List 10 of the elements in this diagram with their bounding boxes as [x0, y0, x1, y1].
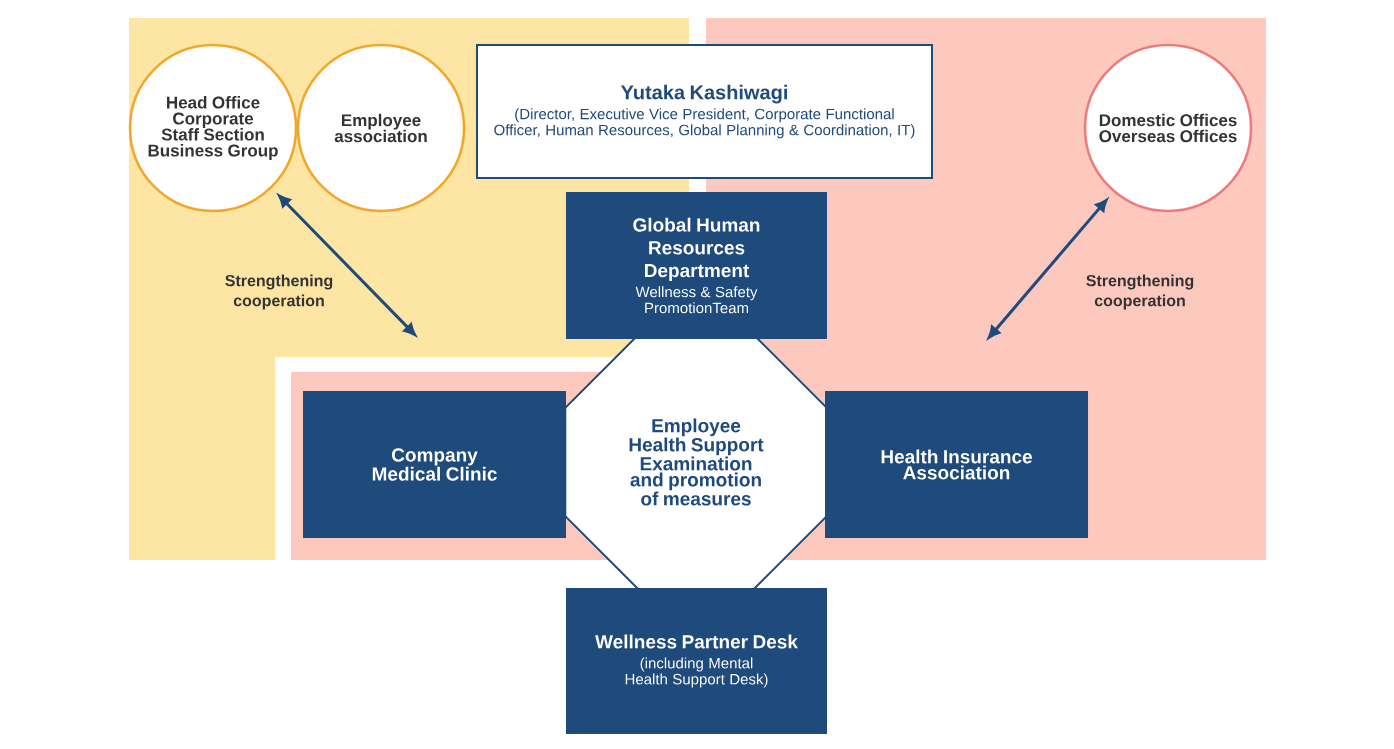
double-arrow [988, 199, 1108, 339]
desk-box: Wellness Partner Desk (including Mental Health Support Desk) [566, 588, 827, 734]
department-box: Global Human Resources Department Wellness & Safety PromotionTeam [566, 192, 827, 339]
organization-box: Company Medical Clinic [303, 391, 566, 538]
edge-label: Strengthening cooperation [218, 273, 340, 311]
organization-box: Health Insurance Association [825, 391, 1088, 538]
health-support-octagon: Employee Health Support Examination and promotion of measures [564, 330, 828, 594]
edge-label: Strengthening cooperation [1079, 273, 1201, 311]
double-arrow [278, 194, 416, 336]
officer-box: Yutaka Kashiwagi (Director, Executive Vice President, Corporate Functional Officer, Human Resources, Global Planning & Coordination, IT) [476, 44, 933, 179]
